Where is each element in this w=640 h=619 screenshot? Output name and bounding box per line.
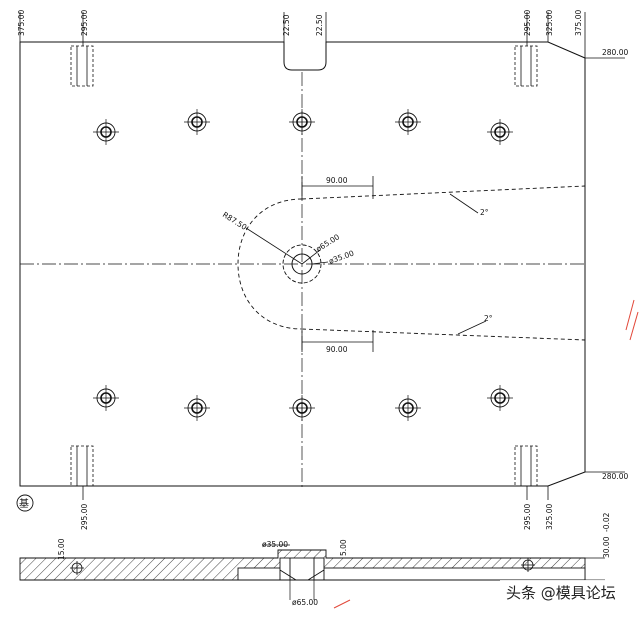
dim-section-tolerance: -0.02 — [602, 512, 611, 532]
dim-top-right-edge: 375.00 — [574, 10, 583, 36]
dim-slot-lower: 90.00 — [326, 345, 348, 354]
accent-marks — [333, 299, 639, 609]
dim-top-right-step: 325.00 — [545, 10, 554, 36]
dim-section-counterbore: ø35.00 — [262, 540, 288, 549]
dim-top-slot-right: 22.50 — [315, 14, 324, 36]
screw-hole — [487, 119, 513, 145]
watermark: 头条 @模具论坛 — [500, 580, 638, 604]
view-marker: 基 — [16, 494, 34, 512]
screw-hole — [487, 385, 513, 411]
dim-section-left-depth: 15.00 — [57, 538, 66, 560]
dim-section-cb-depth: 5.00 — [339, 539, 348, 556]
dim-bottom-right-bolt: 295.00 — [523, 504, 532, 530]
top-extension-lines — [19, 12, 586, 58]
guide-pin-hole-details — [76, 46, 532, 486]
dim-bottom-left-bolt: 295.00 — [80, 504, 89, 530]
dim-section-bore: ø65.00 — [292, 598, 318, 607]
runner-slots — [301, 185, 586, 341]
section-view — [19, 549, 586, 581]
screw-holes — [93, 109, 513, 421]
dim-taper-upper: 2° — [480, 208, 489, 217]
dim-top-left-bolt: 295.00 — [80, 10, 89, 36]
screw-hole — [184, 109, 210, 135]
dim-taper-lower: 2° — [484, 314, 493, 323]
watermark-text: 头条 @模具论坛 — [506, 584, 616, 602]
dim-radius: R87.50 — [221, 210, 249, 232]
guide-pin-holes — [70, 45, 538, 487]
screw-hole — [184, 395, 210, 421]
screw-hole — [93, 119, 119, 145]
screw-hole — [289, 395, 315, 421]
slot-width-dims — [301, 176, 374, 352]
screw-hole — [395, 395, 421, 421]
screw-hole — [93, 385, 119, 411]
view-marker-label: 基 — [19, 497, 29, 510]
top-dimension-labels: 375.00 295.00 22.50 22.50 295.00 325.00 … — [17, 10, 583, 36]
dim-top-right-bolt: 295.00 — [523, 10, 532, 36]
bottom-extension-lines — [82, 486, 549, 500]
dim-top-left-edge: 375.00 — [17, 10, 26, 36]
right-dimension-lines — [585, 57, 625, 473]
dim-bottom-right-step: 325.00 — [545, 504, 554, 530]
dim-right-lower: 280.00 — [602, 472, 628, 481]
dim-top-slot-left: 22.50 — [282, 14, 291, 36]
dim-bore-outer: ø65.00 — [314, 232, 341, 254]
dim-section-thickness: 30.00 — [602, 536, 611, 558]
screw-hole — [395, 109, 421, 135]
bottom-dimension-labels: 295.00 295.00 325.00 — [80, 504, 554, 530]
dim-slot-upper: 90.00 — [326, 176, 348, 185]
dim-bore-inner: ø35.00 — [328, 248, 356, 265]
screw-hole — [289, 109, 315, 135]
section-pin-symbols — [70, 558, 535, 575]
taper-leaders — [449, 193, 487, 335]
bore-leaders — [245, 227, 329, 265]
dim-right-upper: 280.00 — [602, 48, 628, 57]
